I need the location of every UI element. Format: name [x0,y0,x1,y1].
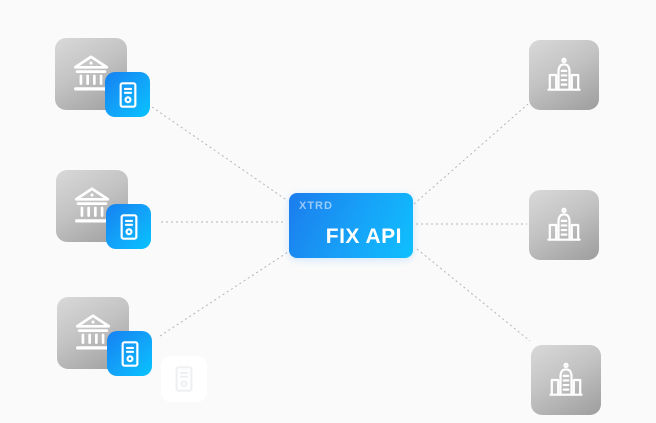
bank-node-1 [55,38,150,117]
xtrd-logo: XTRD [299,200,333,212]
server-icon [165,360,203,398]
exchange-building-icon [544,358,588,402]
server-badge [106,204,151,249]
connection-line-center-exchange3 [416,248,531,342]
connection-line-bank3-center [159,251,289,337]
exchange-node-3 [531,345,601,415]
server-badge [107,331,152,376]
fix-api-node: XTRD FIX API [289,193,413,258]
server-badge [105,72,150,117]
exchange-building-icon [542,203,586,247]
connection-line-center-exchange1 [413,103,529,205]
server-icon [111,335,149,373]
bank-node-2 [56,170,151,249]
exchange-node-1 [529,40,599,110]
fix-api-label: FIX API [325,225,402,248]
exchange-node-2 [529,190,599,260]
server-icon [110,208,148,246]
server-icon [109,76,147,114]
ghost-server-badge [161,356,207,402]
exchange-building-icon [542,53,586,97]
connection-line-bank1-center [151,106,289,202]
bank-node-3 [57,297,152,376]
